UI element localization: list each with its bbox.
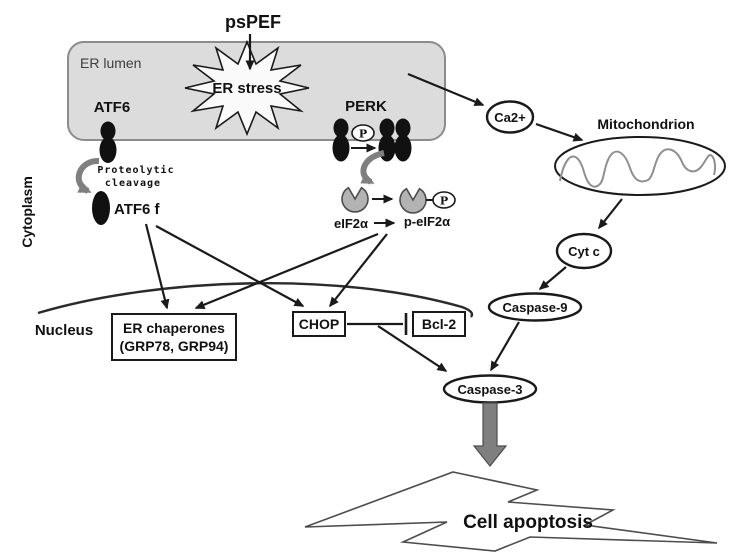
er-stress-label: ER stress xyxy=(212,80,281,97)
atf6-receptor-icon xyxy=(99,121,117,163)
arrow-atf6f-to-chop xyxy=(155,225,305,307)
arrow-peif2a-to-chop xyxy=(329,233,388,308)
mitochondrion-cristae-wave xyxy=(559,148,717,188)
er-chaperones-label-line1: ER chaperones xyxy=(123,320,225,336)
proteolytic-label-line2: cleavage xyxy=(105,178,161,189)
arrow-ca2-to-mitochondrion xyxy=(535,122,584,142)
arrow-peif2a-to-chaperones xyxy=(194,232,379,310)
bcl2-label: Bcl-2 xyxy=(422,316,456,332)
perk-label: PERK xyxy=(345,98,387,115)
cytoplasm-label: Cytoplasm xyxy=(19,176,35,248)
chop-box xyxy=(292,311,346,337)
arrow-chop-to-caspase3 xyxy=(377,325,448,372)
ca2-node xyxy=(485,100,535,134)
cytc-node xyxy=(555,232,613,270)
arrow-atf6f-to-chaperones xyxy=(144,223,170,310)
eif2a-phospho-badge xyxy=(432,191,456,209)
arrow-cytc-to-caspase9 xyxy=(538,266,567,290)
mitochondrion-shape xyxy=(554,136,726,196)
eif2a-phospho-label: P xyxy=(440,195,448,208)
nucleus-membrane-arc xyxy=(37,282,474,318)
atf6f-protein-icon xyxy=(92,191,110,225)
er-lumen-label: ER lumen xyxy=(80,55,141,71)
caspase3-label: Caspase-3 xyxy=(457,382,522,397)
bcl2-box xyxy=(412,311,466,337)
arrow-er-to-ca2 xyxy=(407,72,485,107)
perk-activation-arrow xyxy=(360,150,385,185)
atf6-label: ATF6 xyxy=(94,99,130,116)
er-stress-starburst xyxy=(184,39,310,137)
p-eif2a-label: p-eIF2α xyxy=(404,214,450,229)
thick-arrow-caspase3-to-apoptosis xyxy=(472,402,508,467)
arrow-mitochondrion-to-cytc xyxy=(598,198,623,230)
cell-apoptosis-label: Cell apoptosis xyxy=(463,512,593,533)
cytc-label: Cyt c xyxy=(568,244,600,259)
atf6f-label: ATF6 f xyxy=(114,201,161,218)
caspase9-node xyxy=(487,292,583,322)
perk-monomer-icon xyxy=(332,118,350,162)
perk-phospho-label: P xyxy=(359,128,367,141)
perk-phospho-badge xyxy=(351,124,375,142)
eif2a-label: eIF2α xyxy=(334,216,368,231)
mitochondrion-label: Mitochondrion xyxy=(597,116,694,132)
er-chaperones-box xyxy=(111,313,237,361)
pspef-title: psPEF xyxy=(225,12,281,32)
chop-label: CHOP xyxy=(299,316,339,332)
proteolytic-cleavage-arrow xyxy=(75,158,100,194)
ca2-label: Ca2+ xyxy=(494,110,526,125)
nucleus-label: Nucleus xyxy=(35,322,93,339)
er-chaperones-label-line2: (GRP78, GRP94) xyxy=(120,338,229,354)
eif2a-protein-icon xyxy=(341,186,369,213)
caspase9-label: Caspase-9 xyxy=(502,300,567,315)
arrow-caspase9-to-caspase3 xyxy=(490,321,520,372)
proteolytic-label-line1: Proteolytic xyxy=(97,164,174,176)
p-eif2a-protein-icon xyxy=(399,187,427,214)
cell-apoptosis-burst xyxy=(304,471,718,552)
